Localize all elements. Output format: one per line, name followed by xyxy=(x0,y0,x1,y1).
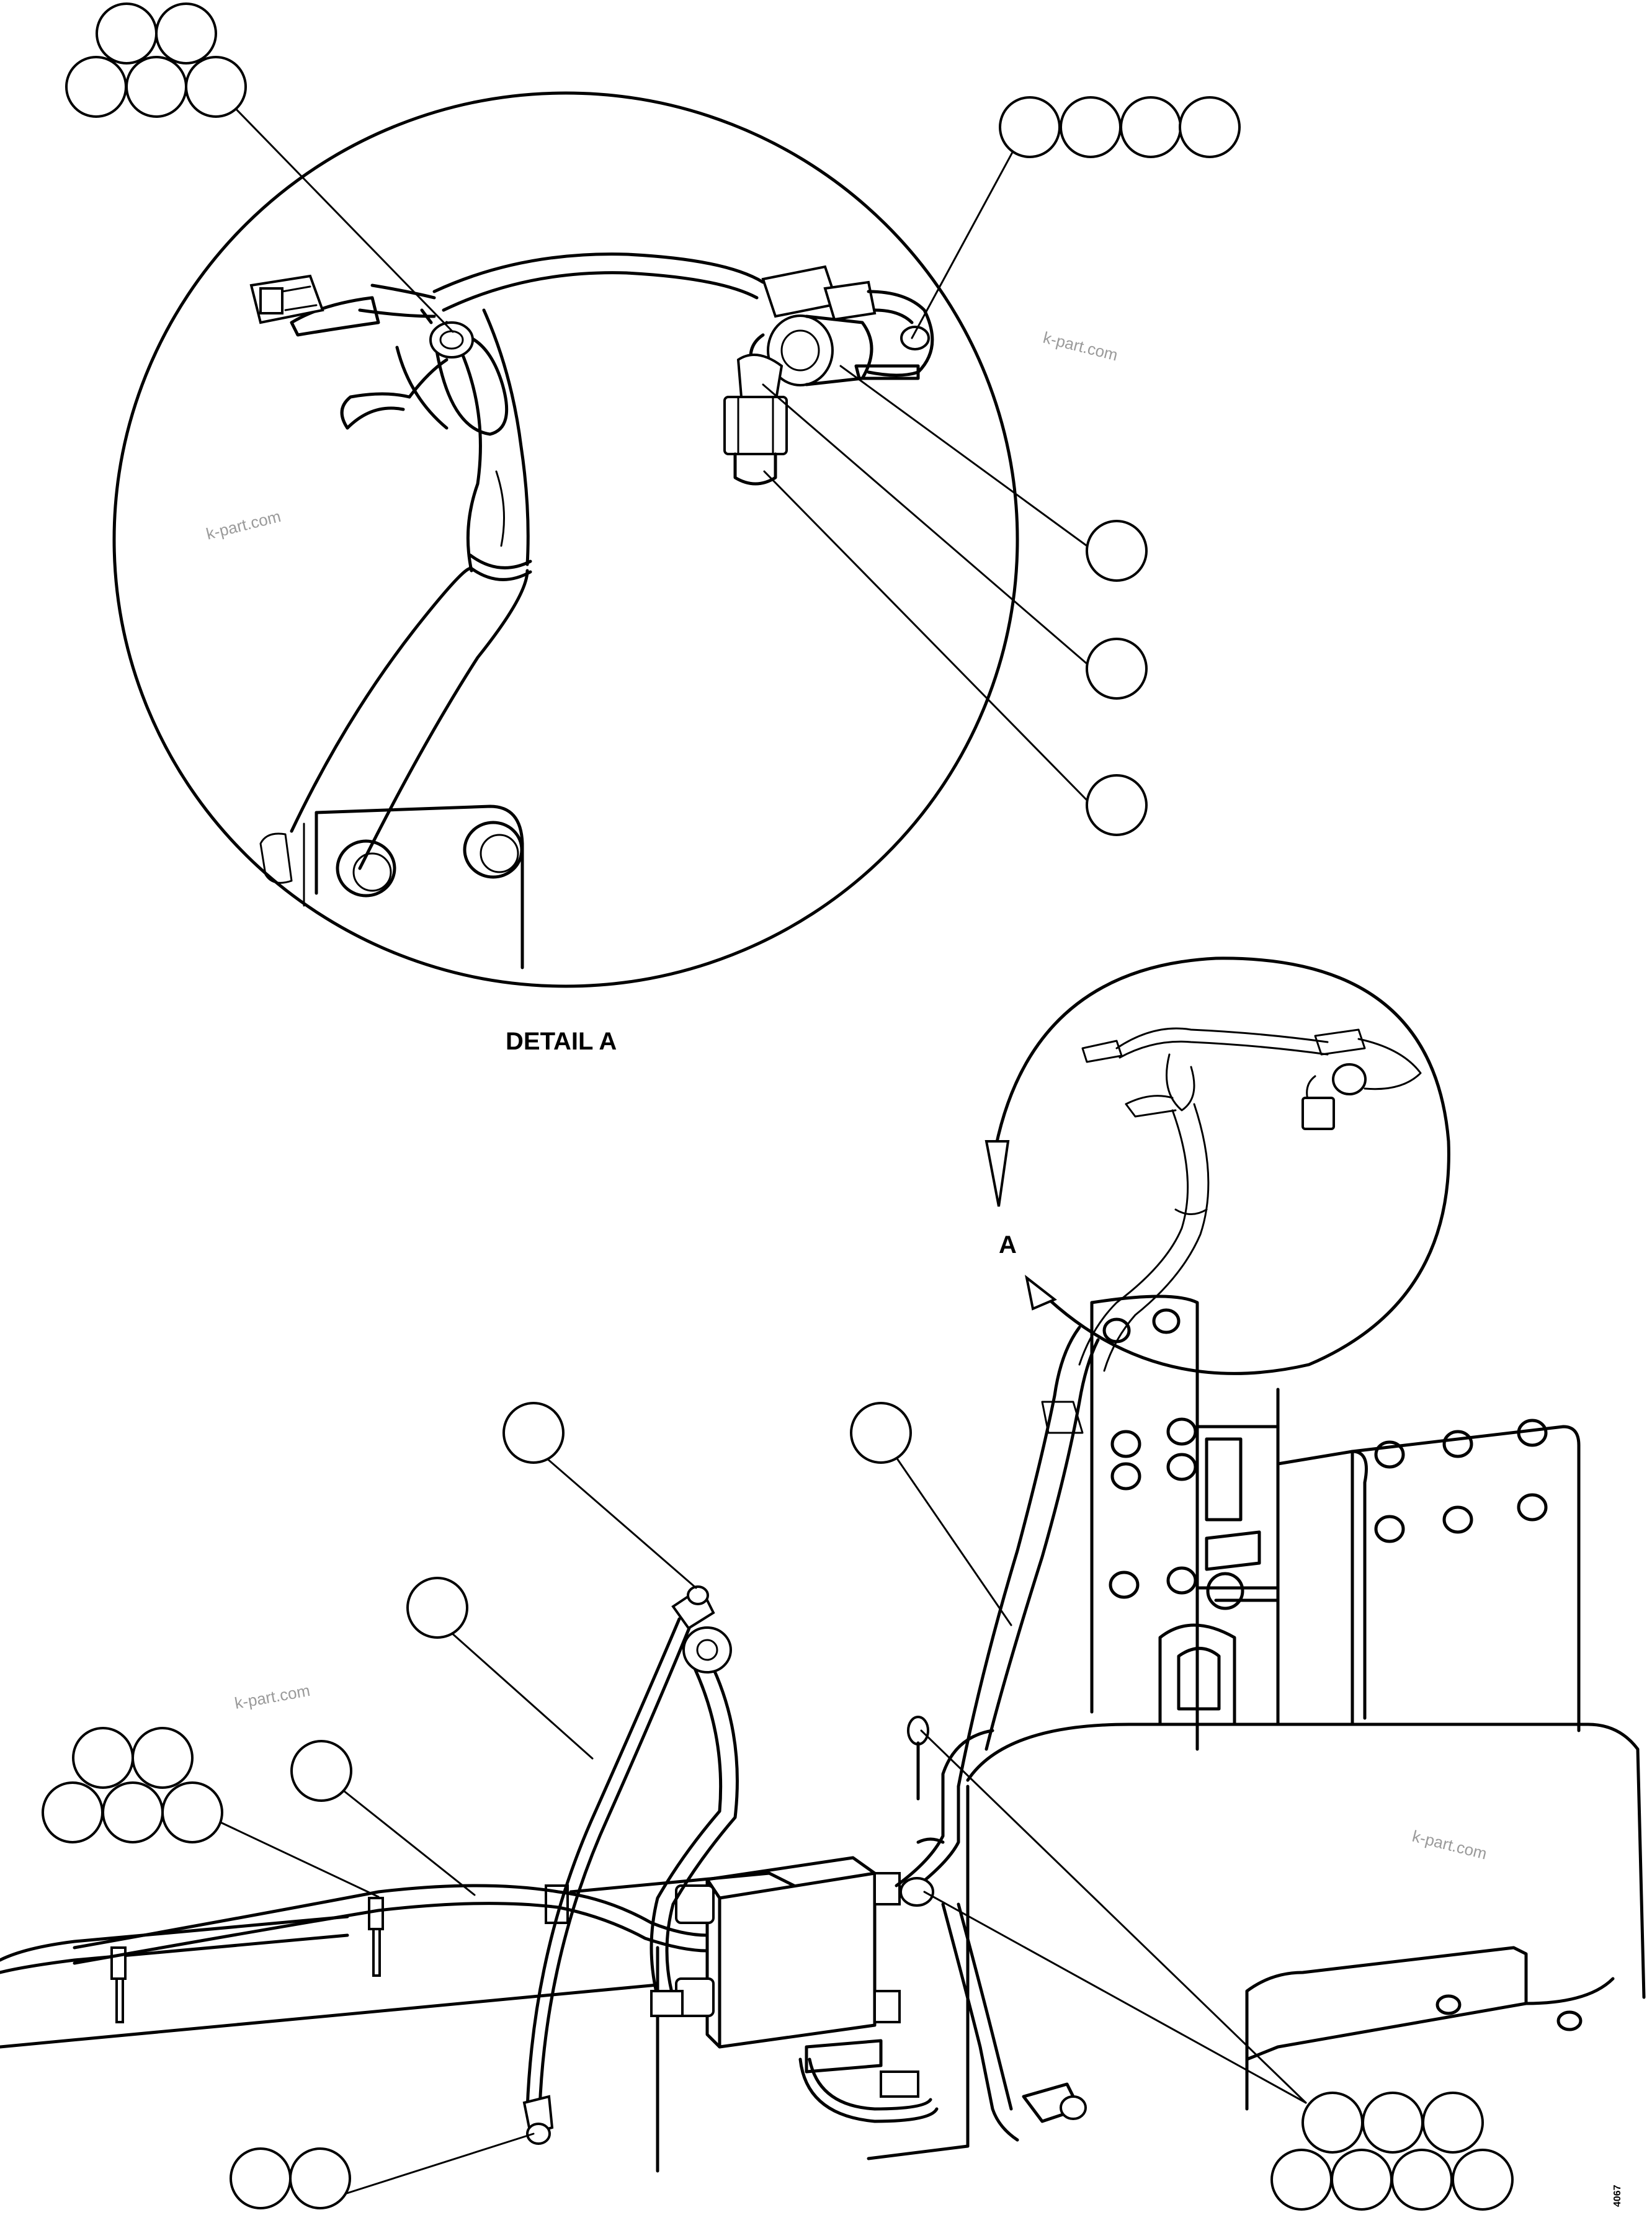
callout-balloon xyxy=(1179,96,1241,158)
callout-balloon xyxy=(289,2147,351,2209)
callout-balloon xyxy=(125,56,187,118)
callout-balloon-cable-upper xyxy=(502,1402,565,1464)
callout-balloon-cable-middle xyxy=(406,1577,468,1639)
callout-balloon xyxy=(230,2147,292,2209)
watermark-main-right: k-part.com xyxy=(1411,1827,1489,1863)
callout-group-main-left xyxy=(42,1727,223,1843)
detail-harness xyxy=(249,252,934,380)
callout-balloon xyxy=(1452,2149,1514,2211)
callout-balloon xyxy=(1391,2149,1453,2211)
frame-bolts xyxy=(1102,1308,1548,1599)
control-box xyxy=(675,1856,901,2074)
callout-balloon xyxy=(42,1781,104,1843)
callout-balloon-detail-right-1 xyxy=(1086,520,1148,582)
callout-balloon-cable-right xyxy=(850,1402,912,1464)
callout-balloon xyxy=(65,56,127,118)
watermark-main-left: k-part.com xyxy=(233,1681,311,1713)
callout-balloon xyxy=(1120,96,1182,158)
detail-a-circle xyxy=(112,91,1019,988)
callout-balloon xyxy=(161,1781,223,1843)
callout-balloon xyxy=(185,56,247,118)
callout-balloon xyxy=(155,2,217,65)
drawing-number: 4067 xyxy=(1612,2185,1623,2207)
callout-balloon xyxy=(1422,2092,1484,2154)
main-assembly: k-part.com k-part.com xyxy=(0,1295,1646,2198)
callout-balloon xyxy=(1060,96,1122,158)
callout-balloon xyxy=(102,1781,164,1843)
callout-balloon xyxy=(1302,2092,1364,2154)
callout-balloon xyxy=(72,1727,134,1789)
watermark-detail-right: k-part.com xyxy=(1042,328,1120,365)
callout-balloon-harness xyxy=(290,1740,352,1802)
pressure-switch xyxy=(723,314,873,486)
callout-balloon xyxy=(999,96,1061,158)
bracket-plate xyxy=(259,804,524,969)
callout-group-detail-top-right xyxy=(999,96,1241,158)
view-a-indicator: A xyxy=(985,956,1450,1375)
detail-a-view: k-part.com k-part.com xyxy=(112,91,1120,988)
callout-balloon xyxy=(1270,2149,1333,2211)
view-a-letter: A xyxy=(999,1231,1017,1259)
callout-balloon-detail-right-2 xyxy=(1086,638,1148,700)
detail-caption: DETAIL A xyxy=(506,1028,617,1055)
callout-balloon-detail-right-3 xyxy=(1086,774,1148,836)
detail-main-cable xyxy=(290,308,532,870)
watermark-detail-left: k-part.com xyxy=(204,507,282,543)
callout-balloon xyxy=(96,2,158,65)
callout-balloon xyxy=(132,1727,194,1789)
callout-balloon xyxy=(1362,2092,1424,2154)
callout-group-main-bottom-left xyxy=(230,2147,351,2209)
callout-balloon xyxy=(1331,2149,1393,2211)
callout-group-main-bottom-right xyxy=(1270,2092,1514,2211)
callout-group-detail-top-left xyxy=(65,2,247,118)
